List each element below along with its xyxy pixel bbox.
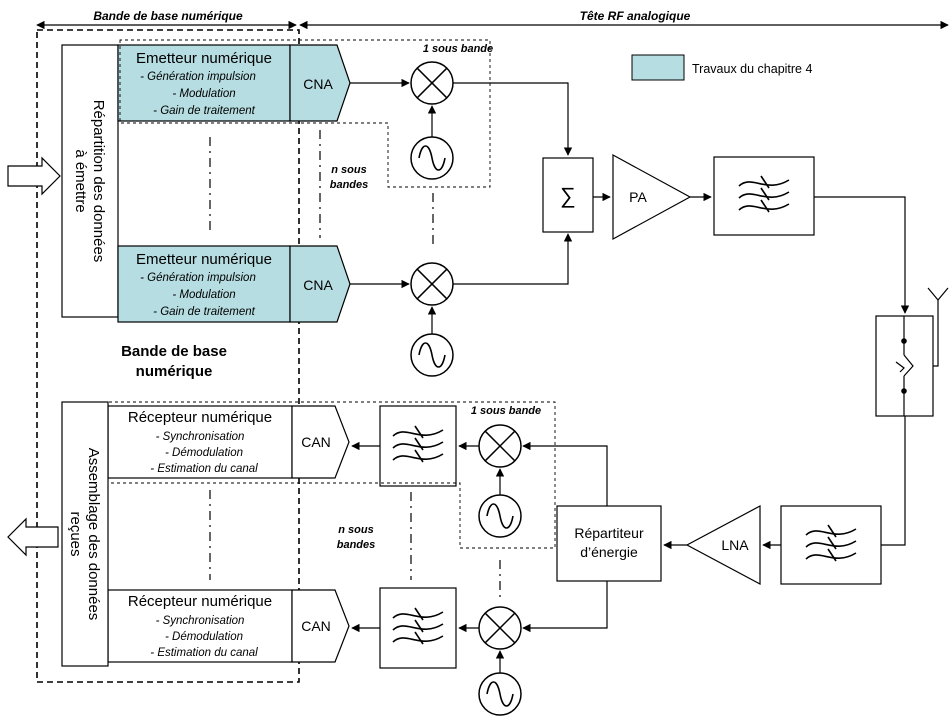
- rx-assemblage-label: Assemblage des données reçues: [67, 448, 102, 621]
- data-output-arrow: [7, 517, 59, 557]
- tx-n-subbands-2: bandes: [330, 179, 369, 191]
- rx-receiver-2-step-2: - Démodulation: [165, 631, 243, 643]
- tx-repartition-box: [61, 44, 119, 318]
- mid-label-2: numérique: [136, 363, 213, 380]
- tx-subband-outline: [119, 39, 491, 188]
- energy-splitter: [556, 505, 662, 582]
- rx-mixer-2: [478, 606, 522, 650]
- rx-receiver-2-step-3: - Estimation du canal: [150, 647, 258, 659]
- tx-mixer-2: [410, 262, 454, 306]
- header-baseband-label: Bande de base numérique: [93, 9, 243, 23]
- tx-n-subbands-1: n sous: [331, 164, 366, 176]
- svg-text:Répartition des données: Répartition des données: [90, 100, 107, 263]
- pa-label: PA: [629, 189, 647, 205]
- tx-emitter-2-title: Emetteur numérique: [136, 251, 272, 268]
- rx-receiver-1-title: Récepteur numérique: [128, 409, 272, 426]
- splitter-label-2: d’énergie: [580, 544, 638, 560]
- dac-2: [289, 245, 351, 323]
- rx-receiver-2-title: Récepteur numérique: [128, 593, 272, 610]
- tx-emitter-1-step-1: - Génération impulsion: [140, 71, 256, 83]
- tx-emitter-1-step-3: - Gain de traitement: [153, 105, 255, 117]
- adc-2-label: CAN: [301, 618, 331, 634]
- rx-n-subbands-1: n sous: [338, 524, 373, 536]
- antenna-icon: [933, 300, 939, 367]
- adc-1: [291, 405, 350, 479]
- header-rf-label: Tête RF analogique: [580, 9, 691, 23]
- dac-1-label: CNA: [303, 76, 333, 92]
- rx-receiver-1-step-3: - Estimation du canal: [150, 463, 258, 475]
- low-noise-amplifier: [685, 504, 761, 586]
- adc-1-label: CAN: [301, 434, 331, 450]
- svg-text:reçues: reçues: [67, 511, 84, 556]
- splitter-label-1: Répartiteur: [574, 525, 644, 541]
- svg-text:Assemblage des données: Assemblage des données: [85, 448, 102, 621]
- rx-assemblage-box: [61, 401, 109, 667]
- lna-label: LNA: [721, 537, 749, 553]
- dac-2-label: CNA: [303, 277, 333, 293]
- rx-n-subbands-2: bandes: [337, 539, 376, 551]
- sum-block: [542, 157, 594, 233]
- mid-label-1: Bande de base: [121, 343, 227, 360]
- tx-mixer-1: [410, 61, 454, 105]
- tx-emitter-1: Emetteur numérique - Génération impulsio…: [117, 44, 351, 122]
- tx-emitter-2: Emetteur numérique - Génération impulsio…: [117, 245, 351, 323]
- tx-one-subband-label: 1 sous bande: [423, 43, 493, 55]
- rx-receiver-1-step-1: - Synchronisation: [156, 431, 245, 443]
- data-input-arrow: [7, 156, 61, 196]
- tx-emitter-1-step-2: - Modulation: [172, 88, 235, 100]
- dac-1: [289, 44, 351, 122]
- legend: Travaux du chapitre 4: [631, 54, 812, 81]
- tx-emitter-2-step-2: - Modulation: [172, 289, 235, 301]
- rx-one-subband-label: 1 sous bande: [471, 405, 541, 417]
- header: Bande de base numérique Tête RF analogiq…: [36, 9, 949, 30]
- tx-repartition-label: Répartition des données à émettre: [72, 100, 107, 263]
- rx-receiver-1-step-2: - Démodulation: [165, 447, 243, 459]
- rx-oscillator-2-icon: [478, 672, 522, 716]
- rx-receiver-2: Récepteur numérique - Synchronisation - …: [107, 589, 350, 663]
- tx-oscillator-2-icon: [410, 333, 454, 377]
- sum-symbol: ∑: [560, 183, 576, 208]
- tx-emitter-2-step-1: - Génération impulsion: [140, 272, 256, 284]
- rx-mixer-1: [478, 424, 522, 468]
- rx-receiver-1: Récepteur numérique - Synchronisation - …: [107, 405, 350, 479]
- legend-label: Travaux du chapitre 4: [692, 62, 812, 76]
- tx-emitter-2-step-3: - Gain de traitement: [153, 306, 255, 318]
- adc-2: [291, 589, 350, 663]
- power-amplifier: [612, 153, 692, 241]
- baseband-region: [36, 29, 300, 683]
- rx-receiver-2-step-1: - Synchronisation: [156, 615, 245, 627]
- legend-swatch: [631, 54, 685, 81]
- tx-emitter-1-title: Emetteur numérique: [136, 50, 272, 67]
- tx-oscillator-1-icon: [410, 136, 454, 180]
- rx-oscillator-1-icon: [478, 494, 522, 538]
- svg-text:à émettre: à émettre: [72, 149, 89, 212]
